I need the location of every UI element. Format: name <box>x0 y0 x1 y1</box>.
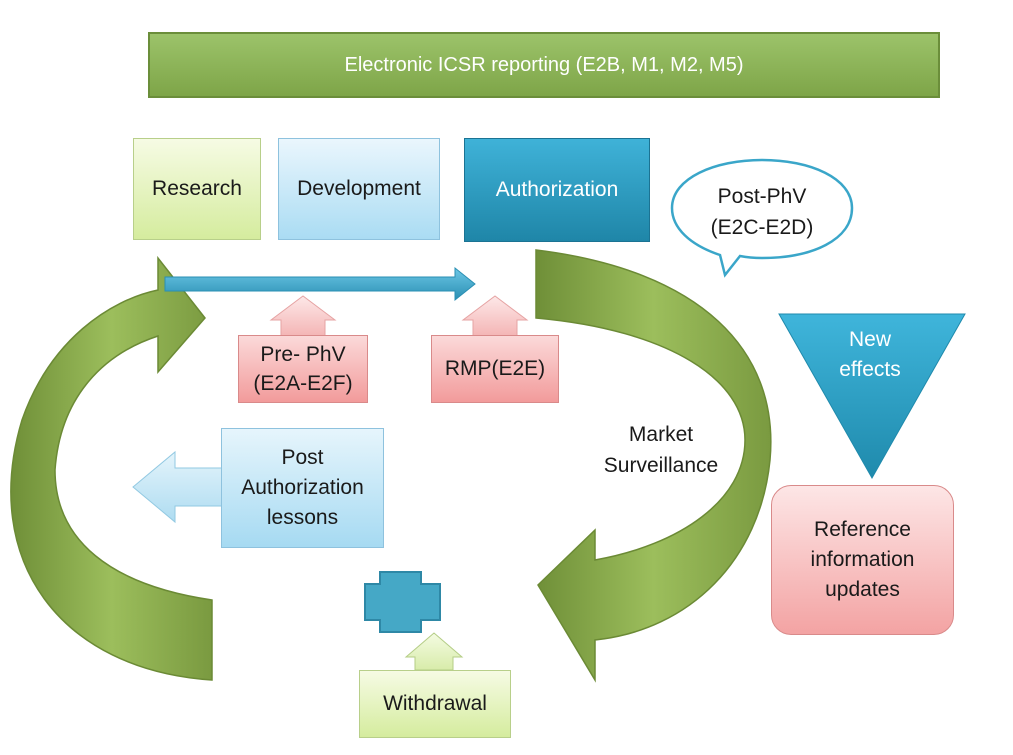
progress-arrow <box>164 266 476 302</box>
pre-phv-box: Pre- PhV (E2A-E2F) <box>238 335 368 403</box>
research-box: Research <box>133 138 261 240</box>
withdrawal-box: Withdrawal <box>359 670 511 738</box>
plus-icon <box>364 571 441 633</box>
withdrawal-up-arrow <box>404 632 464 671</box>
lessons-left-arrow <box>132 450 223 524</box>
reporting-banner: Electronic ICSR reporting (E2B, M1, M2, … <box>148 32 940 98</box>
authorization-box: Authorization <box>464 138 650 242</box>
new-effects-label: New effects <box>839 328 901 381</box>
post-phv-callout <box>670 158 854 278</box>
post-authorization-lessons-box: Post Authorization lessons <box>221 428 384 548</box>
rmp-up-arrow <box>461 295 529 337</box>
post-phv-label: Post-PhV (E2C-E2D) <box>710 185 814 239</box>
development-box: Development <box>278 138 440 240</box>
new-effects-triangle <box>778 313 966 480</box>
pre-phv-up-arrow <box>269 295 337 337</box>
market-surveillance-label: Market Surveillance <box>603 423 719 477</box>
rmp-box: RMP(E2E) <box>431 335 559 403</box>
reference-updates-box: Reference information updates <box>771 485 954 635</box>
left-curved-arrow <box>10 255 213 681</box>
right-curved-arrow <box>535 249 772 683</box>
